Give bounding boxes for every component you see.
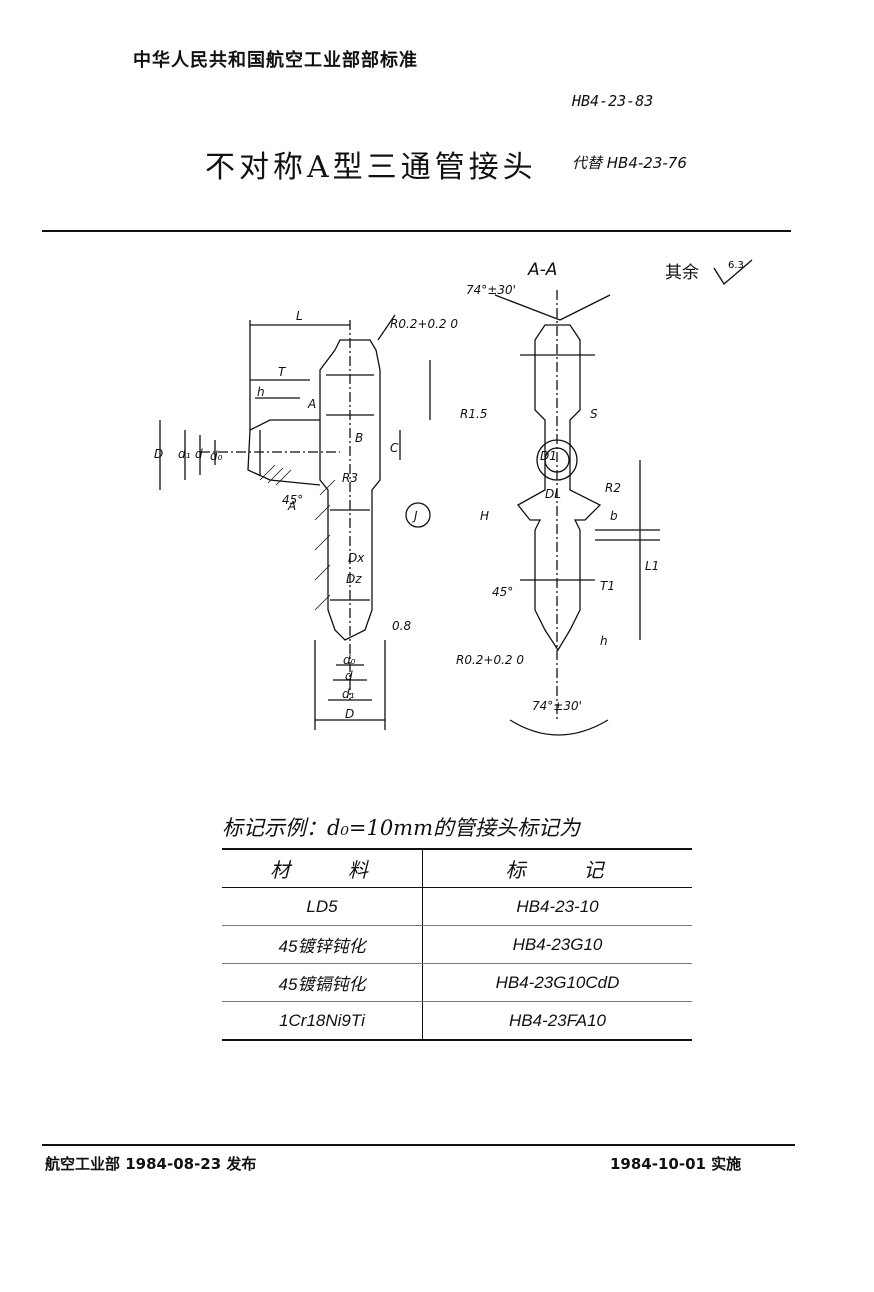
label-45-section: 45° [492,585,513,599]
mark-cell: HB4-23FA10 [422,1001,692,1041]
issuing-organization: 中华人民共和国航空工业部部标准 [133,50,418,71]
label-DL: DL [545,487,561,501]
roughness-symbol: 6.3 [712,258,762,292]
label-angle-top: 74°±30' [466,283,516,297]
label-R3: R3 [342,471,358,485]
label-A-bottom: A [287,499,296,513]
dim-L: L [296,309,303,323]
replaces-note: 代替 HB4-23-76 [572,154,687,172]
dim-d1: d₁ [178,447,191,461]
dim-d-bottom: d [345,669,353,683]
footer-rule [42,1144,795,1146]
section-view [494,290,660,736]
material-cell: 45镀锌钝化 [222,925,423,964]
dim-d: d [195,447,203,461]
label-S: S [590,407,598,421]
label-Dz: Dz [346,572,362,586]
publish-date: 航空工业部 1984-08-23 发布 [45,1155,257,1173]
label-T1: T1 [600,579,615,593]
marking-table: 材 料 标 记 LD5 HB4-23-10 45镀锌钝化 HB4-23G10 4… [222,848,692,1041]
material-cell: LD5 [222,887,423,926]
label-J: J [412,509,418,523]
label-45: 45° [282,493,303,507]
table-row: LD5 HB4-23-10 [222,887,692,926]
standard-code: HB4-23-83 [572,92,654,110]
label-H: H [480,509,489,523]
label-R2: R2 [605,481,621,495]
label-angle-bottom: 74°±30' [532,699,582,713]
dim-d0: d₀ [210,449,223,463]
dim-h: h [257,385,265,399]
roughness-value: 6.3 [728,260,744,271]
mark-cell: HB4-23-10 [422,887,692,926]
label-R15: R1.5 [460,407,487,421]
label-roughness-08: 0.8 [392,619,411,633]
dim-D: D [154,447,163,461]
surface-note: 其余 [665,263,699,283]
label-B: B [355,431,363,445]
technical-drawing: L T h D d₁ d d₀ A A B C R3 J Dx Dz 45° R… [154,283,660,736]
table-row: 45镀镉钝化 HB4-23G10CdD [222,963,692,1002]
material-cell: 45镀镉钝化 [222,963,423,1002]
label-L1: L1 [645,559,659,573]
label-b: b [610,509,618,523]
document-title: 不对称A型三通管接头 [205,150,537,185]
dim-D-bottom: D [345,707,354,721]
dim-d0-bottom: d₀ [343,653,356,667]
front-view [159,314,431,730]
dim-d1-bottom: d₁ [342,687,355,701]
label-R02-top: R0.2+0.2 0 [390,317,458,331]
label-h-section: h [600,634,608,648]
material-cell: 1Cr18Ni9Ti [222,1001,423,1041]
header-material: 材 料 [222,849,423,888]
label-Dx: Dx [348,551,365,565]
header-mark: 标 记 [422,849,692,888]
mark-cell: HB4-23G10CdD [422,963,692,1002]
header-rule [42,230,791,232]
table-row: 45镀锌钝化 HB4-23G10 [222,925,692,964]
label-A-top: A [307,397,316,411]
implement-date: 1984-10-01 实施 [610,1155,742,1173]
mark-cell: HB4-23G10 [422,925,692,964]
section-label: A-A [528,260,558,280]
label-C: C [390,441,399,455]
table-row: 1Cr18Ni9Ti HB4-23FA10 [222,1001,692,1041]
label-R02-bottom: R0.2+0.2 0 [456,653,524,667]
label-D1: D1 [540,449,557,463]
marking-example: 标记示例：d₀=10mm的管接头标记为 [222,816,581,840]
dim-T: T [278,365,287,379]
